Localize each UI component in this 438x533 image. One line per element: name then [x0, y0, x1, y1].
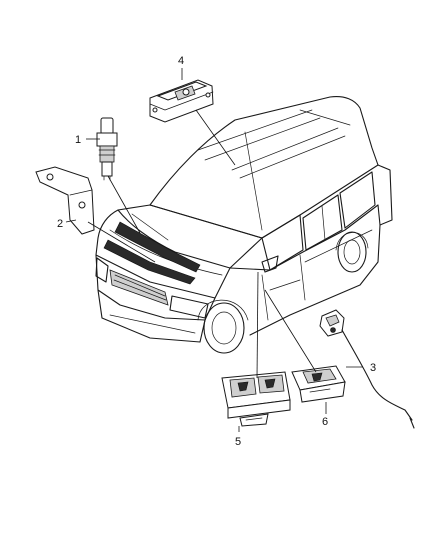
callout-6: 6 [322, 416, 328, 428]
callout-1: 1 [75, 134, 81, 146]
callout-4: 4 [178, 55, 184, 67]
window-switch-part [221, 371, 291, 427]
latch-cable-part [319, 309, 415, 429]
callout-2: 2 [57, 218, 63, 230]
callout-5: 5 [235, 436, 241, 448]
leader-lines [65, 68, 363, 432]
overhead-switch-part [149, 79, 214, 123]
minivan-illustration [95, 96, 393, 354]
bracket-part [35, 166, 95, 235]
single-switch-part [291, 365, 346, 403]
callout-3: 3 [370, 362, 376, 374]
plunger-switch-part [96, 117, 118, 181]
